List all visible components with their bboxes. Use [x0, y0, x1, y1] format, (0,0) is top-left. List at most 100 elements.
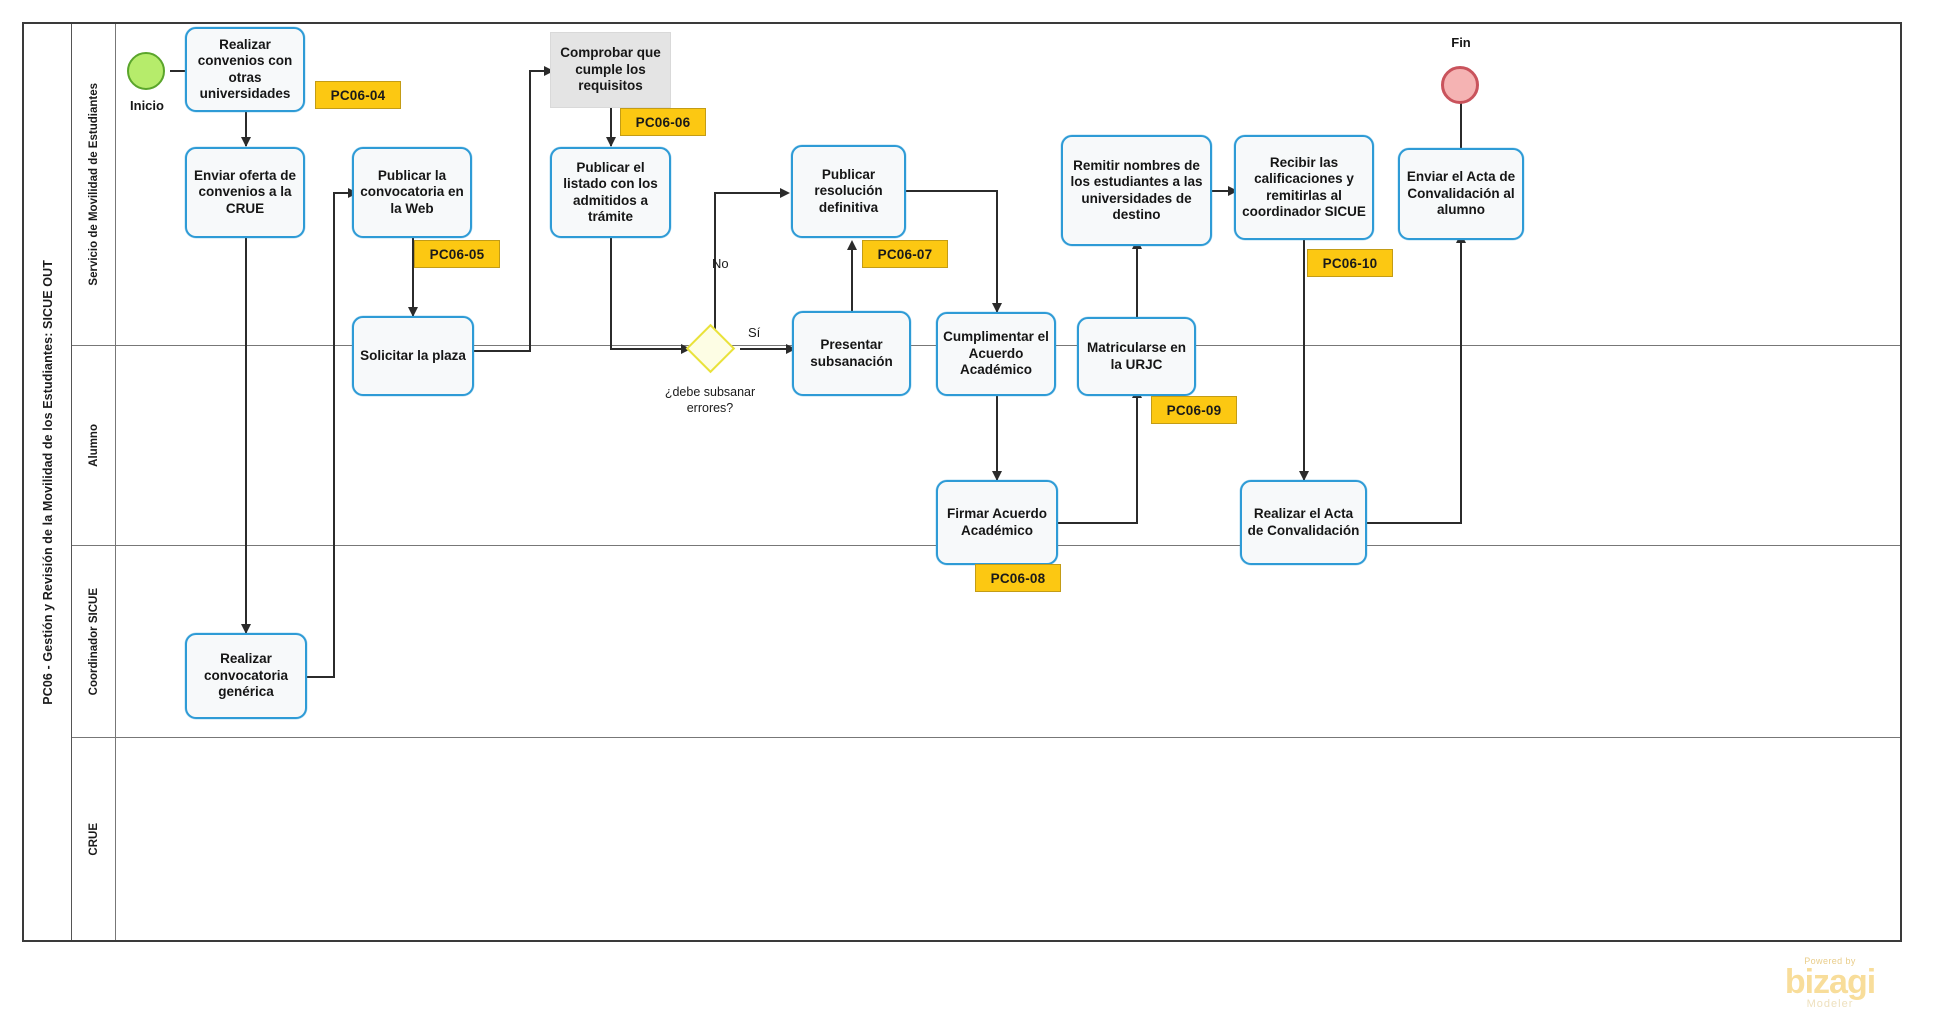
- lane-label-alumno: Alumno: [87, 424, 100, 467]
- task-label: Remitir nombres de los estudiantes a las…: [1070, 157, 1203, 222]
- task-label: Comprobar que cumple los requisitos: [560, 45, 661, 94]
- end-event-fin[interactable]: [1441, 66, 1479, 104]
- task-firmar-acuerdo[interactable]: Firmar Acuerdo Académico: [936, 480, 1058, 565]
- task-matricularse-urjc[interactable]: Matricularse en la URJC: [1077, 317, 1196, 396]
- flow-solicitar-to-comprobar-a: [474, 350, 531, 352]
- task-label: Realizar convenios con otras universidad…: [197, 36, 293, 101]
- task-comprobar-requisitos[interactable]: Comprobar que cumple los requisitos: [550, 32, 671, 108]
- flow-arrow-si-subsanacion: [786, 343, 796, 354]
- lane-title-crue: CRUE: [72, 738, 116, 940]
- lane-label-crue: CRUE: [87, 822, 100, 856]
- flow-generica-to-publicar-a: [307, 676, 335, 678]
- task-label: Cumplimentar el Acuerdo Académico: [943, 329, 1049, 378]
- task-realizar-convenios[interactable]: Realizar convenios con otras universidad…: [185, 27, 305, 112]
- task-label: Enviar el Acta de Convalidación al alumn…: [1406, 169, 1516, 218]
- bizagi-watermark: Powered by bizagi Modeler: [1740, 956, 1920, 1010]
- badge-pc06-06[interactable]: PC06-06: [620, 108, 706, 136]
- flow-arrow-convocatoria-generica: [240, 624, 251, 634]
- badge-label: PC06-07: [877, 246, 933, 262]
- flow-arrow-publicar-listado: [605, 137, 616, 147]
- flow-listado-to-gateway-b: [610, 348, 685, 350]
- badge-pc06-08[interactable]: PC06-08: [975, 564, 1061, 592]
- flow-arrow-recibir: [1228, 185, 1238, 196]
- badge-pc06-07[interactable]: PC06-07: [862, 240, 948, 268]
- flow-arrow-cumplimentar: [991, 303, 1002, 313]
- task-publicar-resolucion[interactable]: Publicar resolución definitiva: [791, 145, 906, 238]
- task-label: Enviar oferta de convenios a la CRUE: [193, 167, 297, 216]
- lane-body-crue: [116, 738, 1900, 940]
- pool-title: PC06 - Gestión y Revisión de la Movilida…: [24, 24, 72, 940]
- flow-acta-to-enviar-a: [1367, 522, 1462, 524]
- badge-label: PC06-06: [635, 114, 691, 130]
- flow-matricularse-to-remitir: [1136, 246, 1138, 318]
- badge-pc06-09[interactable]: PC06-09: [1151, 396, 1237, 424]
- flow-solicitar-to-comprobar-c: [529, 70, 549, 72]
- task-label: Solicitar la plaza: [360, 347, 466, 363]
- flow-solicitar-to-comprobar-b: [529, 70, 531, 352]
- flow-enviar-to-convocatoria-generica: [245, 238, 247, 633]
- lane-label-coordinador-sicue: Coordinador SICUE: [87, 587, 100, 696]
- task-label: Realizar el Acta de Convalidación: [1247, 506, 1360, 538]
- flow-resolucion-to-cumplimentar-a: [906, 190, 998, 192]
- pool-title-label: PC06 - Gestión y Revisión de la Movilida…: [40, 259, 55, 705]
- flow-listado-to-gateway-a: [610, 238, 612, 350]
- task-solicitar-plaza[interactable]: Solicitar la plaza: [352, 316, 474, 396]
- task-label: Publicar la convocatoria en la Web: [360, 167, 464, 216]
- lane-title-servicio-movilidad: Servicio de Movilidad de Estudiantes: [72, 24, 116, 346]
- flow-arrow-resolucion-up: [846, 240, 857, 250]
- badge-label: PC06-10: [1322, 255, 1378, 271]
- flow-resolucion-to-cumplimentar-b: [996, 190, 998, 312]
- task-label: Presentar subsanación: [810, 337, 893, 369]
- task-realizar-acta[interactable]: Realizar el Acta de Convalidación: [1240, 480, 1367, 565]
- badge-label: PC06-08: [990, 570, 1046, 586]
- badge-label: PC06-05: [429, 246, 485, 262]
- lane-title-coordinador-sicue: Coordinador SICUE: [72, 546, 116, 738]
- bizagi-powered-by-label: Powered by: [1804, 956, 1856, 966]
- task-label: Firmar Acuerdo Académico: [946, 506, 1048, 538]
- flow-subsanacion-to-resolucion: [851, 248, 853, 316]
- flow-firmar-to-matricularse-b: [1136, 396, 1138, 524]
- start-event-inicio[interactable]: [127, 52, 165, 90]
- task-presentar-subsanacion[interactable]: Presentar subsanación: [792, 311, 911, 396]
- task-remitir-nombres[interactable]: Remitir nombres de los estudiantes a las…: [1061, 135, 1212, 246]
- flow-arrow-enviar-oferta: [240, 137, 251, 147]
- task-realizar-convocatoria[interactable]: Realizar convocatoria genérica: [185, 633, 307, 719]
- task-enviar-oferta-crue[interactable]: Enviar oferta de convenios a la CRUE: [185, 147, 305, 238]
- gateway-label: ¿debe subsanar errores?: [664, 385, 756, 415]
- flow-remitir-to-recibir: [1212, 190, 1234, 192]
- flow-publicar-to-solicitar: [412, 238, 414, 316]
- flow-no-b: [714, 192, 784, 194]
- badge-label: PC06-04: [330, 87, 386, 103]
- flow-cumplimentar-to-firmar: [996, 396, 998, 480]
- lane-title-alumno: Alumno: [72, 346, 116, 546]
- bizagi-product-label: Modeler: [1806, 998, 1854, 1011]
- flow-firmar-to-matricularse-a: [1058, 522, 1138, 524]
- lane-body-coordinador-sicue: [116, 546, 1900, 738]
- flow-arrow-firmar: [991, 471, 1002, 481]
- badge-label: PC06-09: [1166, 402, 1222, 418]
- flow-no-a: [714, 192, 716, 332]
- flow-realizar-to-enviar: [245, 112, 247, 146]
- flow-arrow-solicitar-plaza: [407, 307, 418, 317]
- task-cumplimentar-acuerdo[interactable]: Cumplimentar el Acuerdo Académico: [936, 312, 1056, 396]
- task-label: Publicar el listado con los admitidos a …: [563, 159, 658, 224]
- badge-pc06-05[interactable]: PC06-05: [414, 240, 500, 268]
- task-recibir-calificaciones[interactable]: Recibir las calificaciones y remitirlas …: [1234, 135, 1374, 240]
- task-label: Publicar resolución definitiva: [814, 166, 883, 215]
- task-label: Matricularse en la URJC: [1086, 340, 1187, 372]
- flow-arrow-comprobar-requisitos: [544, 65, 554, 76]
- flow-comprobar-to-listado: [610, 108, 612, 146]
- task-publicar-convocatoria[interactable]: Publicar la convocatoria en la Web: [352, 147, 472, 238]
- task-label: Recibir las calificaciones y remitirlas …: [1242, 154, 1366, 219]
- end-event-label: Fin: [1451, 35, 1471, 50]
- start-event-label: Inicio: [130, 98, 164, 113]
- badge-pc06-04[interactable]: PC06-04: [315, 81, 401, 109]
- lane-label-servicio-movilidad: Servicio de Movilidad de Estudiantes: [87, 83, 100, 286]
- task-publicar-listado[interactable]: Publicar el listado con los admitidos a …: [550, 147, 671, 238]
- task-enviar-acta[interactable]: Enviar el Acta de Convalidación al alumn…: [1398, 148, 1524, 240]
- flow-generica-to-publicar-b: [333, 192, 335, 678]
- badge-pc06-10[interactable]: PC06-10: [1307, 249, 1393, 277]
- flow-arrow-no-resolucion: [780, 187, 790, 198]
- bizagi-brand-label: bizagi: [1784, 963, 1876, 1001]
